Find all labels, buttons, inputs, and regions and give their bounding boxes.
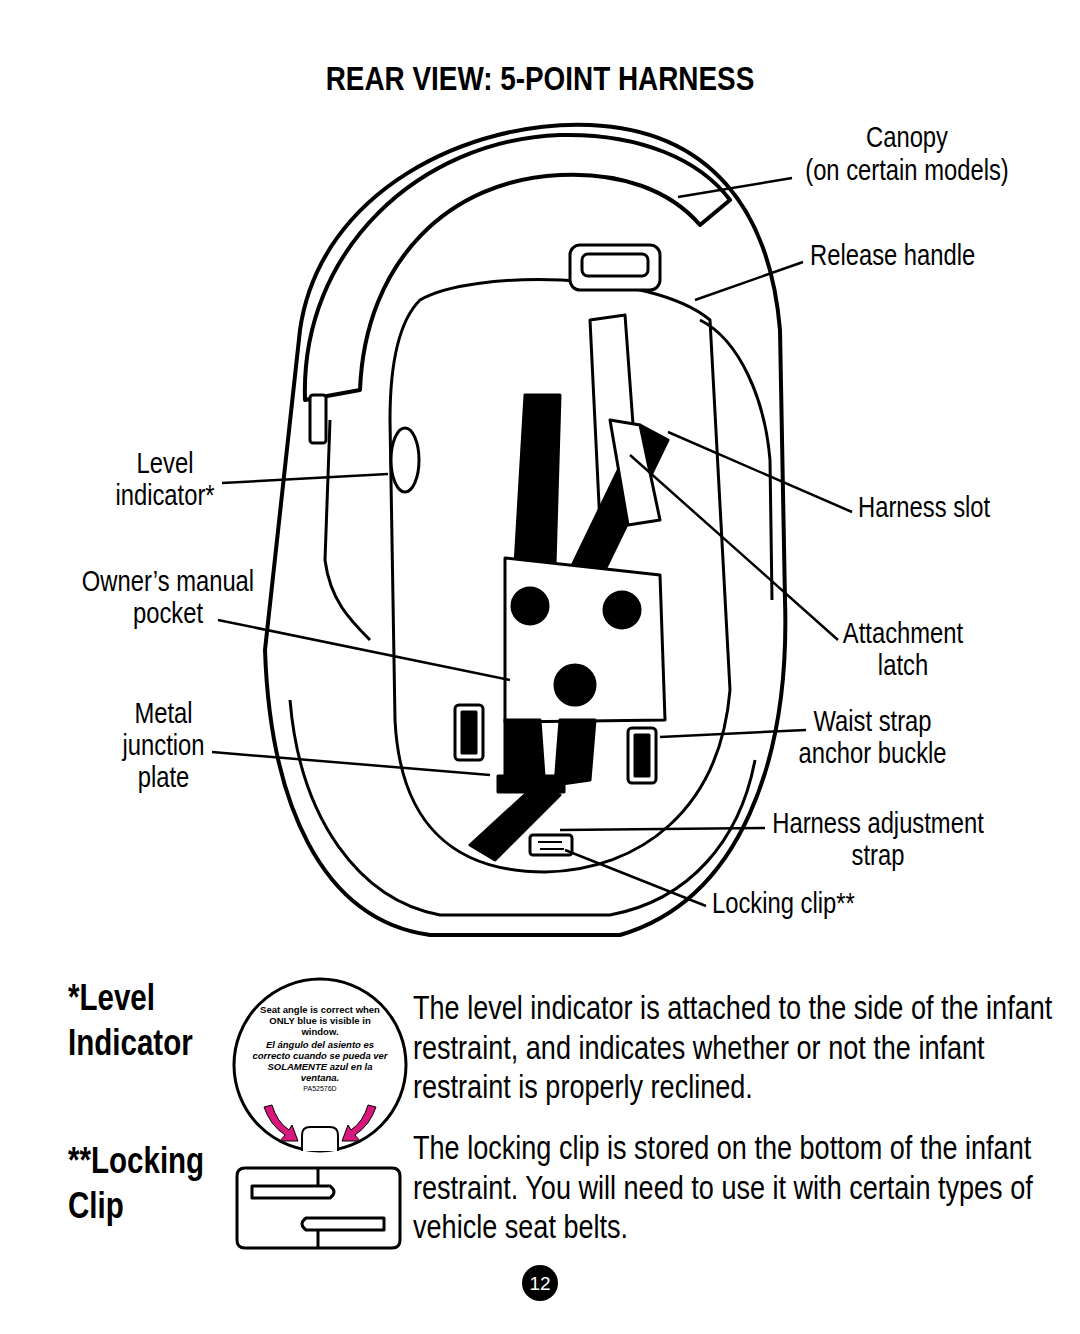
release-handle: [582, 254, 648, 276]
callout-label: Waist strap anchor buckle: [788, 706, 956, 770]
callout-label: (on certain models): [776, 155, 1038, 187]
sticker-window: [302, 1127, 338, 1151]
seat-shell: [325, 420, 370, 640]
leader-lines: [218, 620, 510, 680]
leader-lines: [560, 828, 765, 830]
sticker-note: El ángulo del asiento es correcto cuando…: [252, 1040, 388, 1084]
part-code: PA52576D: [252, 1085, 388, 1093]
locking-clip-icon: [302, 1218, 384, 1230]
leader-lines: [678, 178, 792, 197]
harness-parts: [610, 420, 660, 525]
harness-parts: [555, 665, 595, 705]
seat-shell: [390, 280, 730, 872]
page-number-text: 12: [529, 1274, 550, 1293]
callout-label: Locking clip**: [712, 888, 925, 920]
angle-arrow: [342, 1105, 376, 1141]
leader-lines: [668, 432, 852, 512]
sticker-note: Seat angle is correct when ONLY blue is …: [252, 1005, 388, 1038]
harness-parts: [391, 428, 419, 492]
harness-parts: [455, 705, 483, 760]
seat-shell: [700, 320, 772, 600]
callout-label: Harness slot: [858, 492, 1038, 524]
seat-shell: [265, 125, 785, 935]
release-handle: [570, 245, 660, 290]
body-paragraph: The locking clip is stored on the bottom…: [413, 1128, 1061, 1247]
harness-parts: [530, 835, 572, 855]
locking-clip-icon: [252, 1186, 334, 1198]
leader-lines: [660, 730, 806, 737]
harness-parts: [538, 841, 562, 843]
seat-shell: [290, 700, 755, 915]
page-number: 12: [522, 1265, 558, 1301]
harness-parts: [604, 592, 640, 628]
leader-lines: [565, 850, 706, 906]
leader-lines: [222, 474, 388, 483]
harness-parts: [540, 848, 564, 850]
leader-lines: [212, 178, 852, 906]
seat-shell: [310, 395, 326, 443]
page-title: REAR VIEW: 5-POINT HARNESS: [212, 60, 868, 97]
callout-label: Harness adjustment strap: [763, 808, 993, 872]
leader-lines: [630, 455, 838, 640]
callout-label: Metal junction plate: [112, 698, 215, 794]
body-paragraph: The level indicator is attached to the s…: [413, 988, 1061, 1107]
leader-lines: [695, 262, 803, 300]
harness-parts: [628, 728, 656, 783]
locking-clip-icon: [317, 1230, 320, 1248]
locking-clip-icon: [237, 1168, 400, 1248]
seat-shell: [265, 125, 785, 935]
callout-label: Release handle: [810, 240, 1040, 272]
harness-parts: [512, 588, 548, 624]
section-heading: **Locking Clip: [68, 1138, 224, 1228]
leader-lines: [212, 752, 490, 775]
locking-clip-icon: [237, 1168, 400, 1248]
level-indicator-sticker: Seat angle is correct when ONLY blue is …: [230, 975, 410, 1155]
locking-clip-icon: [317, 1168, 320, 1186]
harness-parts: [515, 395, 560, 565]
section-heading: *Level Indicator: [68, 975, 224, 1065]
callout-label: Owner’s manual pocket: [70, 566, 267, 630]
release-handle: [570, 245, 660, 290]
angle-arrow: [264, 1105, 298, 1141]
sticker-text: Seat angle is correct when ONLY blue is …: [252, 1005, 388, 1096]
harness-parts: [505, 558, 665, 722]
callout-label: Level indicator*: [108, 448, 223, 512]
callout-label: Canopy: [800, 122, 1013, 154]
harness-parts: [635, 735, 649, 776]
sticker-circle: [234, 979, 406, 1151]
callout-label: Attachment latch: [833, 618, 972, 682]
harness-parts: [462, 712, 476, 753]
harness-parts: [391, 315, 668, 860]
